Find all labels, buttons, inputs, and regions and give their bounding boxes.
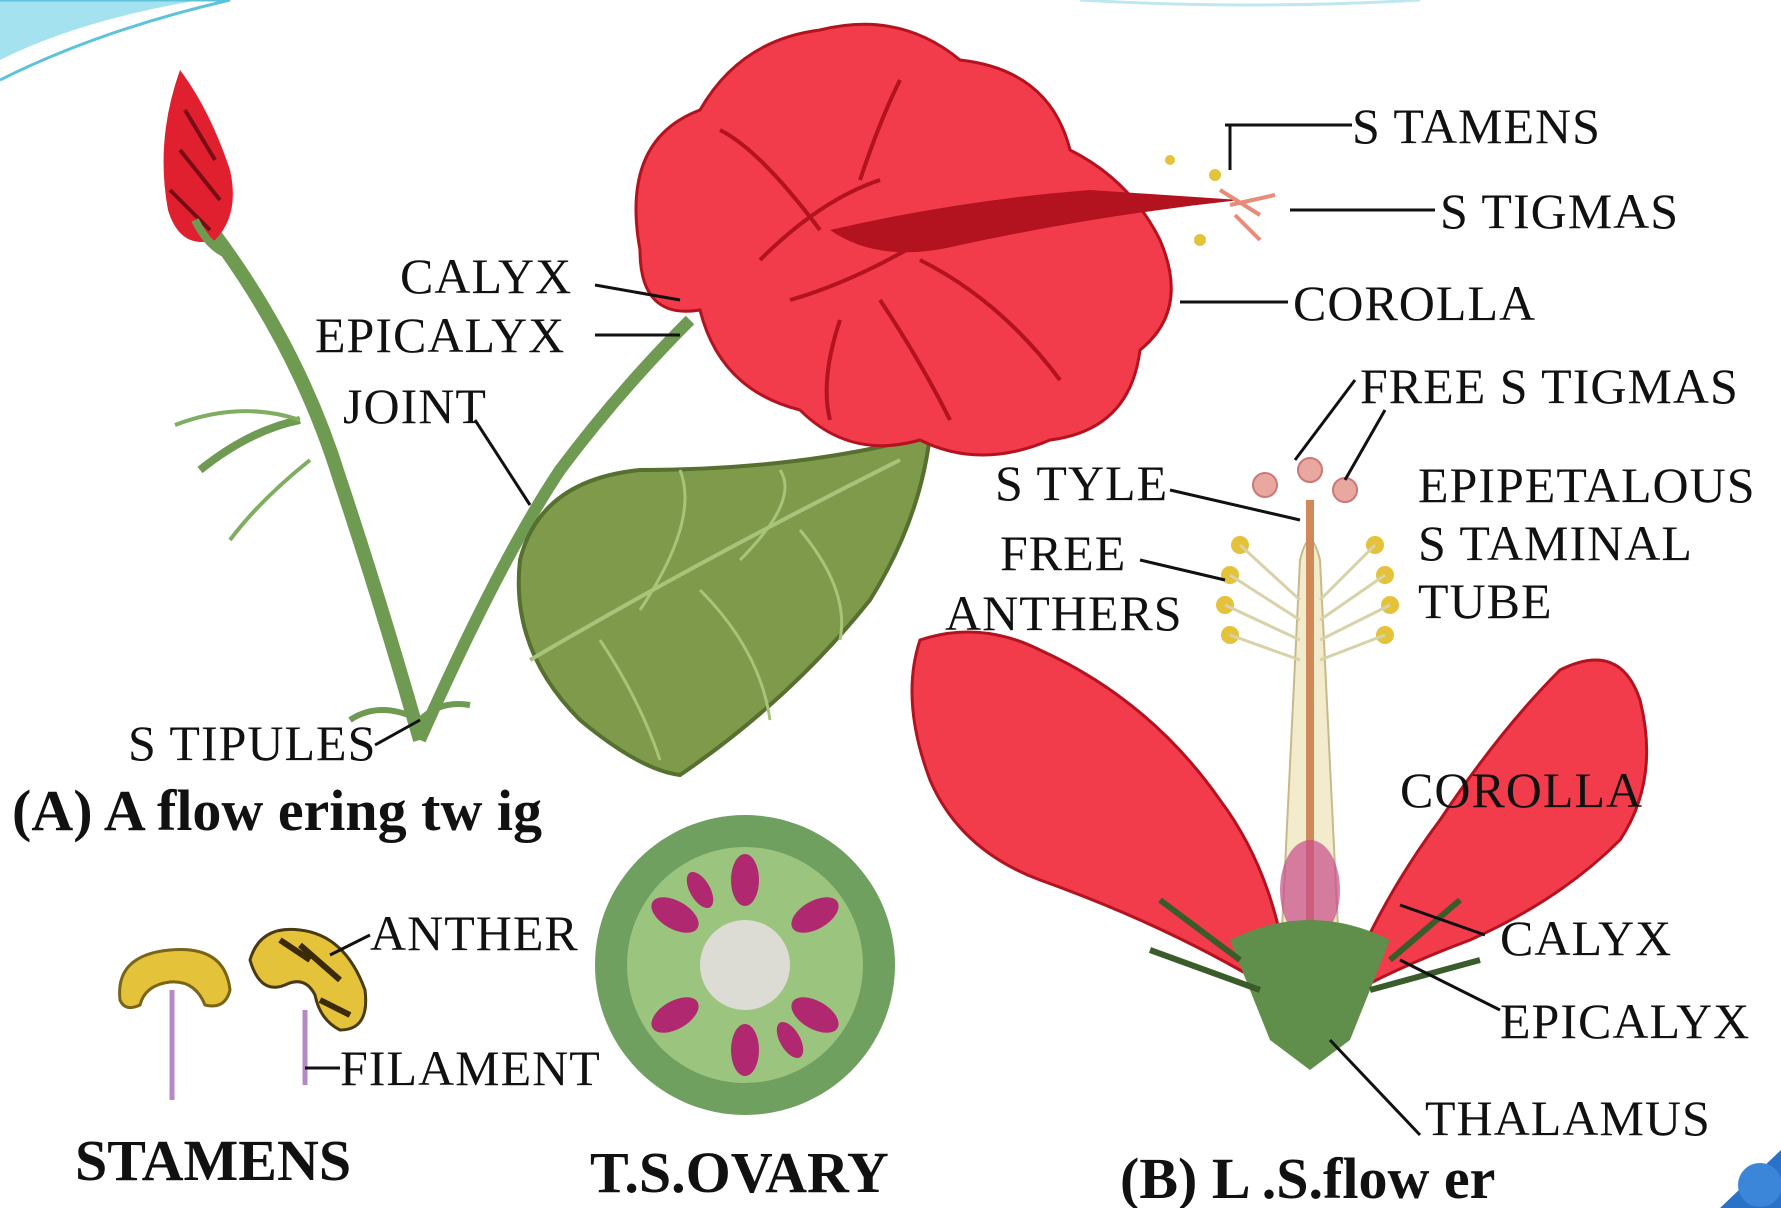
label-corolla-ls: COROLLA [1400,762,1643,818]
leaf [519,435,930,775]
flowering-twig: S TAMENS S TIGMAS COROLLA CALYX EPICALYX… [12,24,1679,843]
label-epicalyx-ls: EPICALYX [1500,993,1750,1049]
ovary-cross-section: T.S.OVARY [590,815,895,1205]
ls-flower: FREE S TIGMAS S TYLE FREE ANTHERS EPIPET… [912,358,1756,1208]
label-stipules: S TIPULES [128,715,376,771]
label-style: S TYLE [995,455,1168,511]
label-calyx-ls: CALYX [1500,910,1672,966]
label-filament: FILAMENT [340,1040,601,1096]
label-free-stigmas: FREE S TIGMAS [1360,358,1739,414]
label-epipetalous-3: TUBE [1418,573,1553,629]
label-calyx-twig: CALYX [400,248,572,304]
label-stigmas: S TIGMAS [1440,183,1679,239]
label-epipetalous-2: S TAMINAL [1418,515,1693,571]
caption-flowering-twig: (A) A flow ering tw ig [12,778,542,843]
hibiscus-flower [636,24,1275,455]
caption-ls-flower: (B) L .S.flow er [1120,1146,1495,1208]
label-corolla-top: COROLLA [1293,275,1536,331]
label-epicalyx-twig: EPICALYX [315,307,565,363]
label-epipetalous-1: EPIPETALOUS [1418,457,1756,513]
label-free-anthers-2: ANTHERS [945,585,1183,641]
caption-ovary: T.S.OVARY [590,1140,889,1205]
caption-stamens: STAMENS [75,1128,351,1193]
label-thalamus: THALAMUS [1425,1090,1711,1146]
label-anther: ANTHER [370,905,579,961]
label-free-anthers-1: FREE [1000,525,1126,581]
label-stamens-top: S TAMENS [1352,98,1601,154]
flower-bud [164,70,233,255]
label-joint: JOINT [343,378,487,434]
stamens-detail: ANTHER FILAMENT STAMENS [75,905,601,1193]
